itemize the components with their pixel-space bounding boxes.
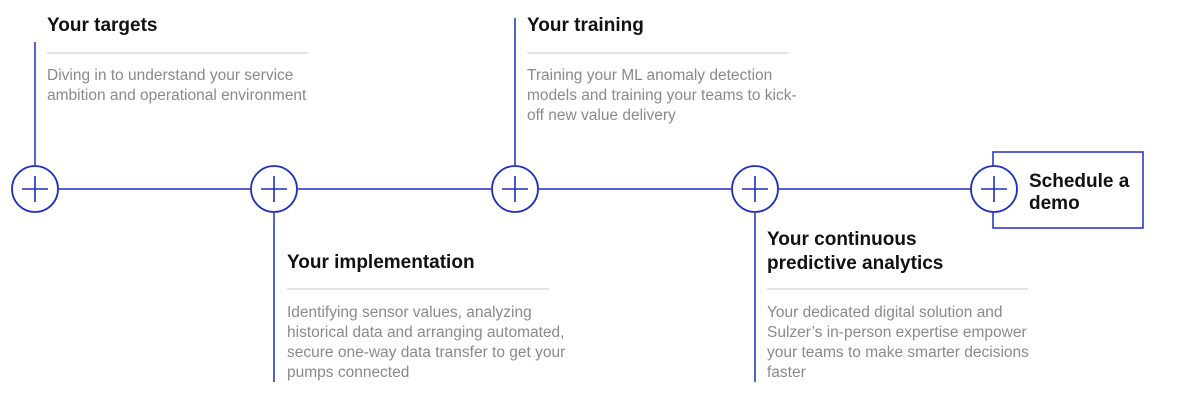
schedule-demo-button[interactable]: Schedule a demo xyxy=(1029,171,1130,214)
step-title-training: Your training xyxy=(527,15,644,36)
step-description-continuous-predictive-analytics: Your dedicated digital solution and Sulz… xyxy=(767,304,1029,381)
step-title-continuous-predictive-analytics: Your continuous predictive analytics xyxy=(767,229,944,274)
plus-circle-icon[interactable] xyxy=(970,165,1018,213)
step-description-targets: Diving in to understand your service amb… xyxy=(47,67,307,104)
plus-circle-icon[interactable] xyxy=(491,165,539,213)
step-description-implementation: Identifying sensor values, analyzing his… xyxy=(287,304,566,381)
cta-box xyxy=(992,151,1144,229)
plus-circle-icon[interactable] xyxy=(731,165,779,213)
step-title-implementation: Your implementation xyxy=(287,252,475,273)
step-description-training: Training your ML anomaly detection model… xyxy=(527,67,797,124)
step-title-targets: Your targets xyxy=(47,15,158,36)
plus-circle-icon[interactable] xyxy=(11,165,59,213)
plus-circle-icon[interactable] xyxy=(250,165,298,213)
